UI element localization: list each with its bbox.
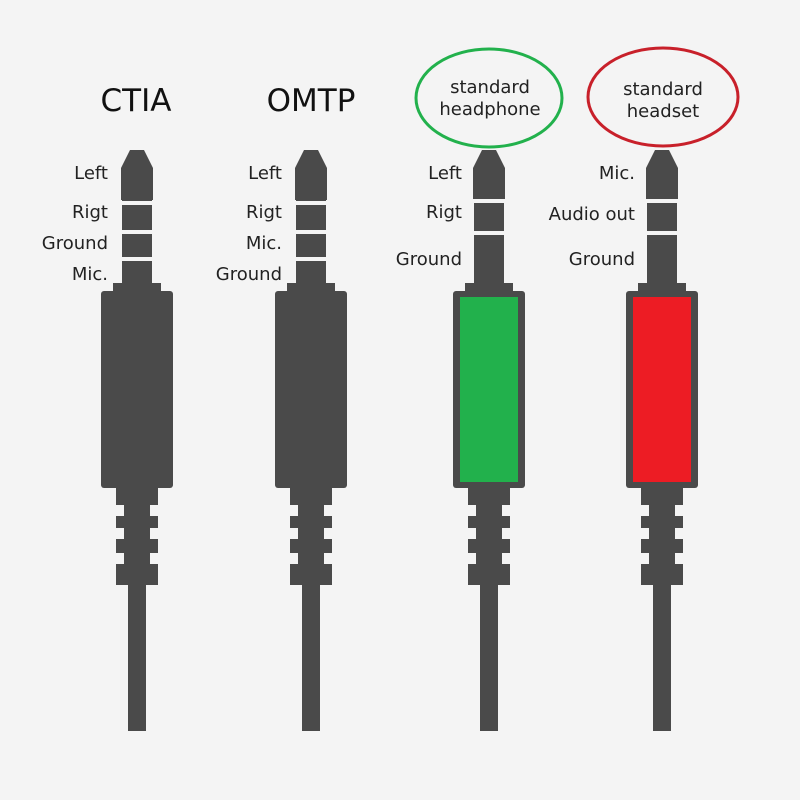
- omtp-plug-body: [275, 291, 347, 488]
- omtp-relief-notch-left-2: [289, 528, 298, 539]
- headphone-body-color-fill: [460, 297, 518, 482]
- headset-plug-shaft: [647, 198, 677, 284]
- title-standard-headset: standard headset: [592, 79, 734, 123]
- headphone-relief-notch-right-2: [502, 528, 511, 539]
- omtp-ring-1: [294, 201, 328, 205]
- headset-ring-1: [645, 199, 679, 203]
- headphone-relief-notch-right-1: [502, 505, 511, 516]
- headphone-contact-left: Left: [428, 163, 462, 184]
- headset-relief-notch-right-2: [675, 528, 684, 539]
- omtp-ring-2: [294, 230, 328, 234]
- ctia-contact-left: Left: [74, 163, 108, 184]
- omtp-cable: [302, 583, 320, 731]
- headphone-plug-collar: [465, 283, 513, 293]
- ctia-ring-1: [120, 201, 154, 205]
- headset-contact-audio-out: Audio out: [548, 204, 635, 225]
- omtp-relief-notch-right-3: [324, 553, 333, 564]
- omtp-contact-left: Left: [248, 163, 282, 184]
- headphone-plug-tip: [473, 150, 505, 200]
- ctia-ring-3: [120, 257, 154, 261]
- headset-cable: [653, 583, 671, 731]
- headphone-relief-notch-left-2: [467, 528, 476, 539]
- ctia-plug-collar: [113, 283, 161, 293]
- title-standard-headphone: standard headphone: [419, 77, 561, 121]
- ctia-relief-notch-left-3: [115, 553, 124, 564]
- ctia-contact-mic: Mic.: [71, 264, 108, 285]
- headphone-title-line-1: standard: [450, 77, 530, 98]
- ctia-contact-right: Rigt: [72, 202, 108, 223]
- omtp-plug-collar: [287, 283, 335, 293]
- headset-title-line-2: headset: [626, 101, 700, 122]
- ctia-relief-notch-right-3: [150, 553, 159, 564]
- headset-contact-mic: Mic.: [598, 163, 635, 184]
- headphone-ring-1: [472, 199, 506, 203]
- ctia-ring-2: [120, 230, 154, 234]
- omtp-relief-notch-right-1: [324, 505, 333, 516]
- omtp-relief-notch-left-1: [289, 505, 298, 516]
- omtp-ring-3: [294, 257, 328, 261]
- headphone-ring-2: [472, 231, 506, 235]
- headset-relief-notch-left-2: [640, 528, 649, 539]
- headphone-relief-notch-left-1: [467, 505, 476, 516]
- headphone-cable: [480, 583, 498, 731]
- omtp-relief-notch-left-3: [289, 553, 298, 564]
- omtp-contact-ground: Ground: [215, 264, 282, 285]
- headset-plug-tip: [646, 150, 678, 200]
- headphone-relief-notch-left-3: [467, 553, 476, 564]
- headphone-relief-notch-right-3: [502, 553, 511, 564]
- omtp-plug-shaft: [296, 198, 326, 284]
- ctia-contact-ground: Ground: [41, 233, 108, 254]
- ctia-relief-notch-right-1: [150, 505, 159, 516]
- ctia-plug-tip: [121, 150, 153, 200]
- omtp-contact-mic: Mic.: [245, 233, 282, 254]
- ctia-cable: [128, 583, 146, 731]
- headset-plug-collar: [638, 283, 686, 293]
- headset-relief-notch-right-1: [675, 505, 684, 516]
- headphone-title-ellipse: [414, 47, 564, 149]
- headset-relief-notch-left-1: [640, 505, 649, 516]
- headphone-plug-shaft: [474, 198, 504, 284]
- omtp-relief-notch-right-2: [324, 528, 333, 539]
- headset-body-color-fill: [633, 297, 691, 482]
- headphone-contact-right: Rigt: [426, 202, 462, 223]
- headset-relief-notch-left-3: [640, 553, 649, 564]
- headset-ring-2: [645, 231, 679, 235]
- headset-title-line-1: standard: [623, 79, 703, 100]
- title-omtp: OMTP: [266, 83, 356, 119]
- headset-title-ellipse: [586, 46, 740, 148]
- headphone-contact-ground: Ground: [395, 249, 462, 270]
- headset-relief-notch-right-3: [675, 553, 684, 564]
- headset-contact-ground: Ground: [568, 249, 635, 270]
- ctia-relief-notch-right-2: [150, 528, 159, 539]
- ctia-plug-body: [101, 291, 173, 488]
- ctia-plug-shaft: [122, 198, 152, 284]
- ctia-relief-notch-left-2: [115, 528, 124, 539]
- headphone-title-line-2: headphone: [439, 99, 541, 120]
- title-ctia: CTIA: [100, 83, 172, 119]
- omtp-contact-right: Rigt: [246, 202, 282, 223]
- omtp-plug-tip: [295, 150, 327, 200]
- ctia-relief-notch-left-1: [115, 505, 124, 516]
